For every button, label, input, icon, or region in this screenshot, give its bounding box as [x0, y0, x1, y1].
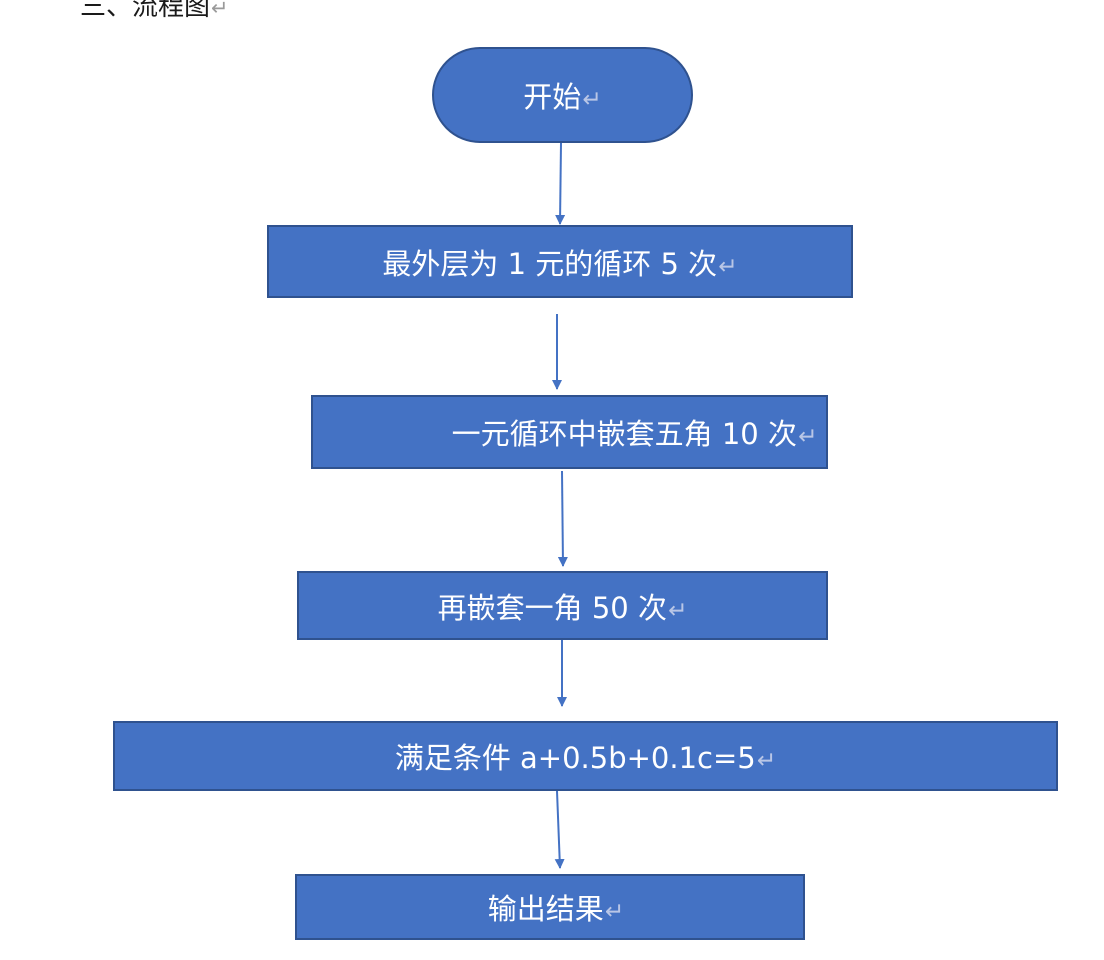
- output-node: 输出结果↵: [295, 874, 805, 940]
- inner-loop-node-label: 一元循环中嵌套五角 10 次↵: [451, 417, 818, 451]
- nested-loop-node-label: 再嵌套一角 50 次↵: [437, 590, 688, 625]
- paragraph-mark-icon: ↵: [718, 252, 738, 280]
- start-node: 开始↵: [432, 47, 693, 143]
- paragraph-mark-icon: ↵: [604, 898, 625, 925]
- start-node-label: 开始↵: [523, 80, 602, 114]
- section-heading-text: 三、流程图: [80, 0, 211, 22]
- condition-node: 满足条件 a+0.5b+0.1c=5↵: [113, 721, 1058, 791]
- paragraph-mark-icon: ↵: [211, 0, 229, 20]
- outer-loop-node-label: 最外层为 1 元的循环 5 次↵: [382, 246, 738, 281]
- output-node-label: 输出结果↵: [487, 892, 625, 926]
- paragraph-mark-icon: ↵: [756, 747, 777, 774]
- paragraph-mark-icon: ↵: [797, 423, 818, 450]
- condition-node-label: 满足条件 a+0.5b+0.1c=5↵: [394, 741, 777, 775]
- arrow-start-to-outer: [555, 142, 566, 225]
- arrow-inner-to-nest: [557, 470, 568, 567]
- inner-loop-node: 一元循环中嵌套五角 10 次↵: [311, 395, 828, 469]
- arrow-cond-to-output: [554, 790, 565, 869]
- outer-loop-node: 最外层为 1 元的循环 5 次↵: [267, 225, 853, 298]
- paragraph-mark-icon: ↵: [667, 596, 688, 624]
- section-heading: 三、流程图↵: [80, 0, 228, 23]
- nested-loop-node: 再嵌套一角 50 次↵: [297, 571, 828, 640]
- paragraph-mark-icon: ↵: [582, 86, 602, 113]
